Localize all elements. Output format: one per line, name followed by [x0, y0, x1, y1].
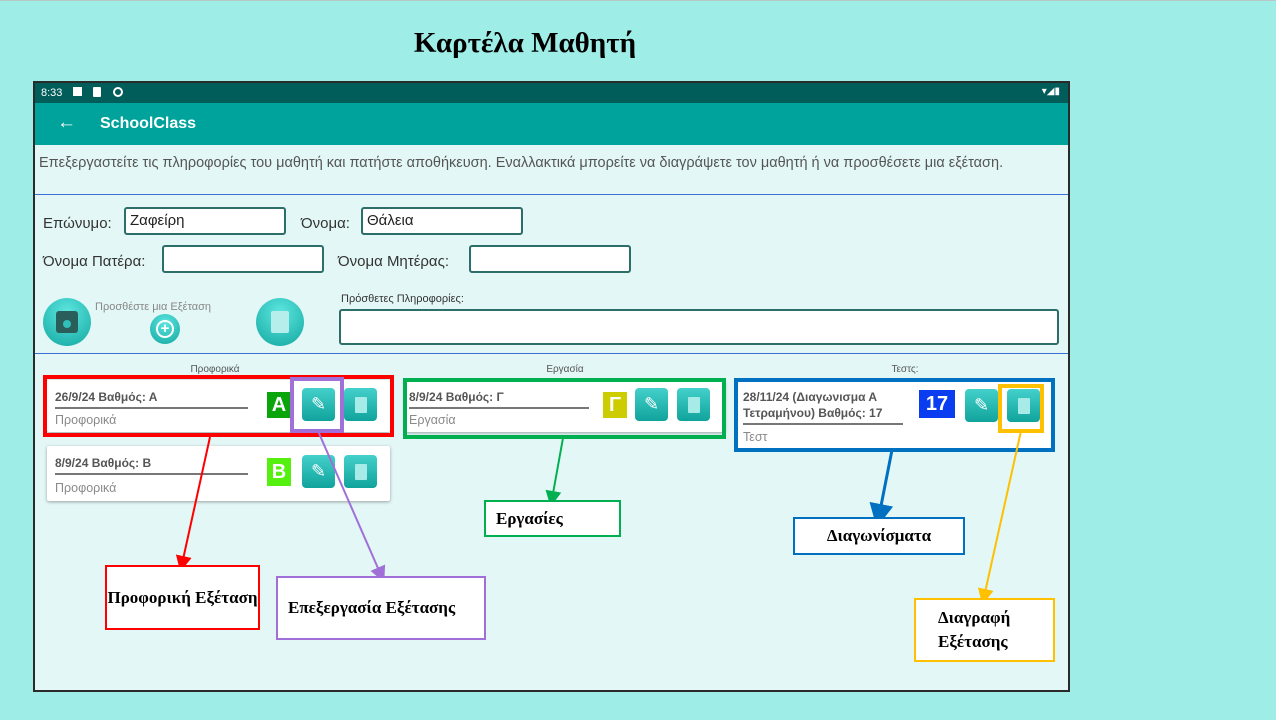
extra-info-input[interactable]: [339, 309, 1059, 345]
oral-exam-callout: Προφορική Εξέταση: [105, 565, 260, 630]
grade-badge: Γ: [603, 392, 627, 418]
name-label: Όνομα:: [301, 215, 350, 232]
app-title: SchoolClass: [100, 115, 197, 132]
delete-exam-button[interactable]: [344, 388, 377, 421]
exam-type: Προφορικά: [55, 413, 117, 427]
project-column-header: Εργασία: [546, 364, 584, 375]
add-exam-button[interactable]: +: [150, 314, 180, 344]
divider: [35, 194, 1068, 195]
project-highlight-box: [403, 378, 726, 439]
tests-arrow: [869, 449, 894, 528]
exam-title: 8/9/24 Βαθμός: Β: [55, 455, 248, 475]
delete-exam-callout: Διαγραφή Εξέτασης: [914, 598, 1055, 662]
trash-icon: [271, 311, 289, 333]
project-arrow: [545, 437, 564, 507]
exam-card: 28/11/24 (Διαγωνισμα Α Τετραμήνου) Βαθμό…: [737, 380, 1052, 448]
pencil-icon: ✎: [973, 395, 990, 415]
trash-icon: [1017, 397, 1030, 414]
grade-badge: B: [267, 458, 291, 486]
father-input[interactable]: [162, 245, 324, 273]
pencil-icon: ✎: [310, 461, 327, 481]
exam-card: 8/9/24 Βαθμός: Γ Εργασία Γ ✎: [405, 380, 725, 432]
wifi-battery-icon: ▾◢▮: [1041, 86, 1060, 97]
delete-exam-button[interactable]: [1007, 389, 1040, 422]
exam-type: Εργασία: [409, 413, 456, 427]
delete-exam-button[interactable]: [677, 388, 710, 421]
grade-badge: A: [267, 392, 291, 418]
sync-icon: [113, 87, 123, 97]
save-button[interactable]: [43, 298, 91, 346]
grade-badge: 17: [919, 390, 955, 418]
edit-arrow: [317, 430, 386, 583]
surname-label: Επώνυμο:: [43, 215, 112, 232]
pencil-icon: ✎: [643, 394, 660, 414]
exam-title: 28/11/24 (Διαγωνισμα Α Τετραμήνου) Βαθμό…: [743, 389, 903, 425]
notification-icon: [73, 87, 82, 96]
tests-column-header: Τεστς:: [891, 364, 919, 375]
exam-title: 8/9/24 Βαθμός: Γ: [409, 389, 589, 409]
extra-info-label: Πρόσθετες Πληροφορίες:: [341, 293, 464, 305]
app-bar: ← SchoolClass: [35, 103, 1068, 145]
pencil-icon: ✎: [310, 394, 327, 414]
edit-exam-button[interactable]: ✎: [302, 455, 335, 488]
back-arrow-icon[interactable]: ←: [57, 112, 76, 133]
sd-card-icon: [93, 87, 101, 97]
divider: [35, 353, 1068, 354]
delete-student-button[interactable]: [256, 298, 304, 346]
tests-highlight-box: [734, 378, 1055, 452]
status-bar: 8:33 ▾◢▮: [35, 83, 1068, 103]
oral-column-header: Προφορικά: [190, 364, 240, 375]
device-screen: 8:33 ▾◢▮ ← SchoolClass Επεξεργαστείτε τι…: [33, 81, 1070, 692]
exam-type: Προφορικά: [55, 481, 117, 495]
oral-arrow: [175, 436, 211, 572]
plus-circle-icon: +: [156, 320, 174, 338]
page-title: Καρτέλα Μαθητή: [413, 27, 637, 59]
delete-arrow: [977, 430, 1022, 605]
delete-exam-button[interactable]: [344, 455, 377, 488]
status-time: 8:33: [41, 87, 63, 99]
floppy-disk-icon: [56, 311, 78, 333]
surname-input[interactable]: Ζαφείρη: [124, 207, 286, 235]
mother-label: Όνομα Μητέρας:: [338, 253, 449, 270]
edit-exam-button[interactable]: ✎: [635, 388, 668, 421]
mother-input[interactable]: [469, 245, 631, 273]
add-exam-label: Προσθέστε μια Εξέταση: [95, 301, 212, 313]
father-label: Όνομα Πατέρα:: [43, 253, 146, 270]
exam-card: 8/9/24 Βαθμός: Β Προφορικά B ✎: [47, 446, 390, 501]
tests-callout: Διαγωνίσματα: [793, 517, 965, 555]
trash-icon: [687, 396, 700, 413]
exam-card: 26/9/24 Βαθμός: Α Προφορικά A ✎: [47, 380, 390, 432]
exam-title: 26/9/24 Βαθμός: Α: [55, 389, 248, 409]
edit-highlight-box: [290, 377, 344, 433]
edit-exam-callout: Επεξεργασία Εξέτασης: [276, 576, 486, 640]
oral-highlight-box: [43, 375, 394, 437]
delete-highlight-box: [998, 384, 1044, 433]
name-input[interactable]: Θάλεια: [361, 207, 523, 235]
trash-icon: [354, 396, 367, 413]
instructions-text: Επεξεργαστείτε τις πληροφορίες του μαθητ…: [39, 155, 1004, 171]
exam-type: Τεστ: [743, 430, 768, 444]
projects-callout: Εργασίες: [484, 500, 621, 537]
edit-exam-button[interactable]: ✎: [302, 388, 335, 421]
edit-exam-button[interactable]: ✎: [965, 389, 998, 422]
trash-icon: [354, 463, 367, 480]
